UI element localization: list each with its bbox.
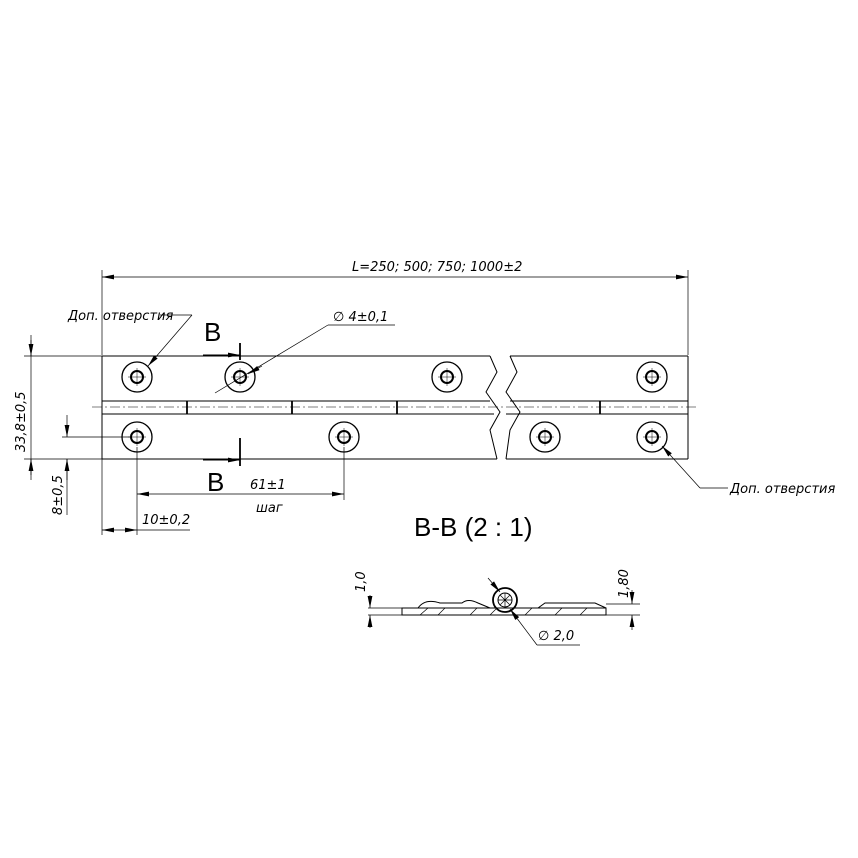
- hole-row: [121, 361, 668, 453]
- edge-dim-text: 10±0,2: [142, 513, 190, 528]
- mounting-hole: [636, 421, 668, 453]
- width-dim-text: 33,8±0,5: [14, 391, 29, 452]
- extra-holes-label-bottom: Доп. отверстия: [729, 482, 835, 497]
- width-dimension: 33,8±0,5 8±0,5: [14, 335, 130, 515]
- mounting-hole: [636, 361, 668, 393]
- knuckle-dim-text: 1,80: [617, 569, 632, 598]
- length-dim-text: L=250; 500; 750; 1000±2: [352, 260, 522, 275]
- pitch-dim-text: 61±1: [250, 478, 286, 493]
- hole-diameter-label: ∅ 4±0,1: [333, 310, 388, 325]
- section-title: B-B (2 : 1): [414, 512, 532, 542]
- section-mark-top: B: [204, 317, 221, 347]
- pitch-label: шаг: [256, 501, 283, 516]
- leaders: Доп. отверстия ∅ 4±0,1 Доп. отверстия: [67, 309, 835, 497]
- mounting-hole: [121, 361, 153, 393]
- mounting-hole: [431, 361, 463, 393]
- mounting-hole: [224, 361, 256, 393]
- section-view: 1,0 1,80 ∅ 2,0: [354, 569, 640, 646]
- section-mark-bottom: B: [207, 467, 224, 497]
- hole-offset-dim-text: 8±0,5: [51, 475, 66, 515]
- hinge-plan-view: [92, 355, 698, 460]
- thickness-dim-text: 1,0: [354, 571, 369, 592]
- mounting-hole: [529, 421, 561, 453]
- length-dimension: L=250; 500; 750; 1000±2: [101, 260, 689, 355]
- pin-diameter-label: ∅ 2,0: [538, 629, 574, 644]
- pitch-dimension: 61±1 шаг 10±0,2: [101, 447, 345, 535]
- extra-holes-label-top: Доп. отверстия: [67, 309, 173, 324]
- section-markers: B B: [203, 317, 241, 497]
